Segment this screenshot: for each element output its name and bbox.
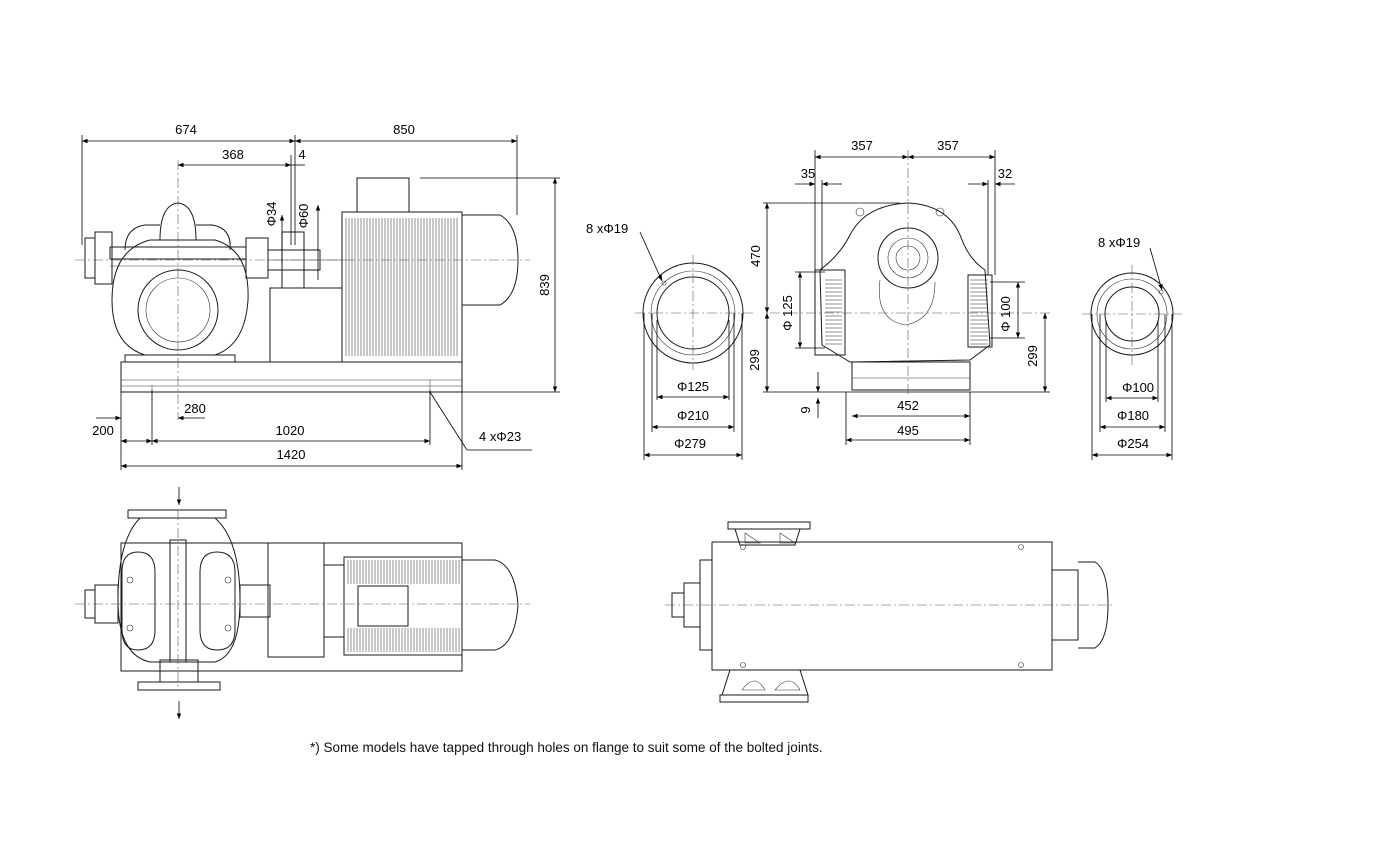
side-view: 674 850 368 4 Φ34 Φ60 839 280 200 1020 1… [75, 122, 560, 470]
discharge-bore-label: Φ100 [1122, 380, 1154, 395]
plan-view [75, 487, 530, 719]
dim-35: 35 [801, 166, 815, 181]
top-view [665, 521, 1115, 703]
dim-1020: 1020 [276, 423, 305, 438]
dim-299-right: 299 [1025, 345, 1040, 367]
footnote: *) Some models have tapped through holes… [310, 740, 823, 755]
anchor-holes-label: 4 xΦ23 [479, 429, 521, 444]
dim-674: 674 [175, 122, 197, 137]
dim-coupling-dia: Φ60 [296, 204, 311, 229]
dim-200: 200 [92, 423, 114, 438]
suction-flange-view: 8 xΦ19 Φ125 Φ210 Φ279 [586, 221, 755, 460]
dim-1420: 1420 [277, 447, 306, 462]
dim-299-left: 299 [747, 349, 762, 371]
dim-9: 9 [798, 406, 813, 413]
dim-4: 4 [298, 147, 305, 162]
dim-discharge-dia: Φ 100 [998, 296, 1013, 332]
suction-pcd-label: Φ210 [677, 408, 709, 423]
discharge-outer-label: Φ254 [1117, 436, 1149, 451]
dim-32: 32 [998, 166, 1012, 181]
dim-357-left: 357 [851, 138, 873, 153]
dim-280: 280 [184, 401, 206, 416]
discharge-holes-label: 8 xΦ19 [1098, 235, 1140, 250]
front-view: 357 357 35 32 470 Φ 125 299 9 Φ 100 299 … [747, 138, 1050, 445]
dim-368: 368 [222, 147, 244, 162]
suction-outer-label: Φ279 [674, 436, 706, 451]
dim-357-right: 357 [937, 138, 959, 153]
dim-495: 495 [897, 423, 919, 438]
dim-shaft-dia: Φ34 [264, 202, 279, 227]
dim-452: 452 [897, 398, 919, 413]
dim-470: 470 [748, 245, 763, 267]
suction-bore-label: Φ125 [677, 379, 709, 394]
dim-839: 839 [537, 274, 552, 296]
dim-850: 850 [393, 122, 415, 137]
suction-holes-label: 8 xΦ19 [586, 221, 628, 236]
dim-suction-dia: Φ 125 [780, 295, 795, 331]
discharge-flange-view: 8 xΦ19 Φ100 Φ180 Φ254 [1082, 235, 1185, 460]
discharge-pcd-label: Φ180 [1117, 408, 1149, 423]
